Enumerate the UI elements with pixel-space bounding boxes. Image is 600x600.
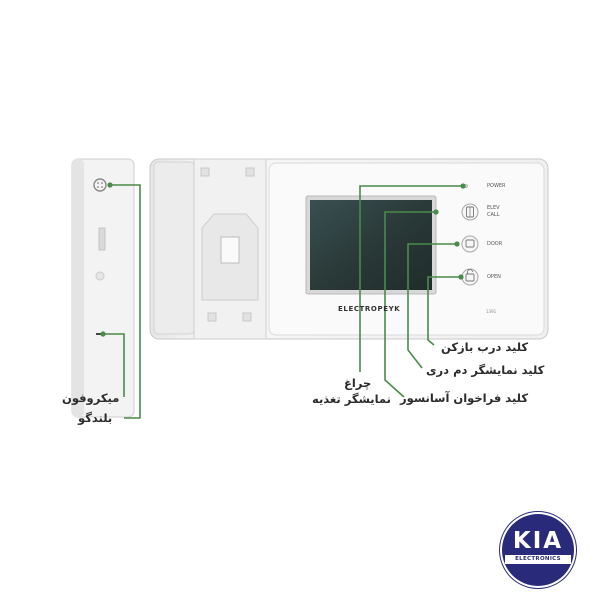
speaker-icon — [96, 333, 104, 335]
model-label: 1391 — [486, 309, 497, 314]
kia-electronics-logo: KIA ELECTRONICS — [500, 512, 576, 588]
logo-main-text: KIA — [512, 528, 564, 554]
power-light-annotation-line2: نمایشگر تغذیه — [312, 392, 391, 406]
door-display-key-annotation: کلید نمایشگر دم دری — [426, 363, 545, 377]
elevator-key-annotation: کلید فراخوان آسانسور — [400, 391, 529, 405]
power-light-annotation-line1: چراغ — [344, 376, 372, 390]
door-button-icon — [461, 235, 479, 253]
handset — [71, 158, 135, 418]
open-label: OPEN — [487, 274, 501, 280]
call-label: CALL — [487, 212, 500, 218]
elev-label: ELEV — [487, 205, 500, 211]
microphone-icon — [93, 178, 107, 192]
display-screen — [310, 200, 432, 290]
door-label: DOOR — [487, 241, 503, 247]
microphone-annotation: میکروفون — [62, 391, 120, 405]
logo-sub-text: ELECTRONICS — [505, 555, 571, 564]
callout-lines — [103, 184, 463, 419]
open-button-icon — [461, 268, 479, 286]
callout-dots — [100, 182, 466, 337]
door-open-key-annotation: کلید درب بازکن — [441, 340, 529, 354]
brand-label: ELECTROPEYK — [338, 305, 401, 313]
monitor — [149, 158, 549, 340]
elev-call-button-icon — [461, 203, 479, 221]
speaker-annotation: بلندگو — [78, 411, 113, 425]
power-label: POWER — [487, 183, 506, 189]
